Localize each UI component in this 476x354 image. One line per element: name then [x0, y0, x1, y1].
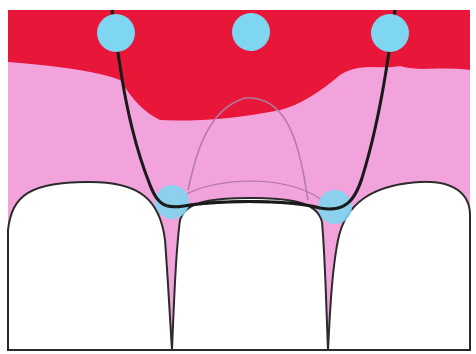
marker-circle-top-left: [97, 14, 135, 52]
marker-circle-bottom-right: [318, 190, 352, 224]
marker-circle-top-right: [371, 14, 409, 52]
middle-tooth: [172, 198, 328, 350]
marker-circle-top-middle: [232, 13, 270, 51]
left-tooth: [8, 182, 172, 350]
